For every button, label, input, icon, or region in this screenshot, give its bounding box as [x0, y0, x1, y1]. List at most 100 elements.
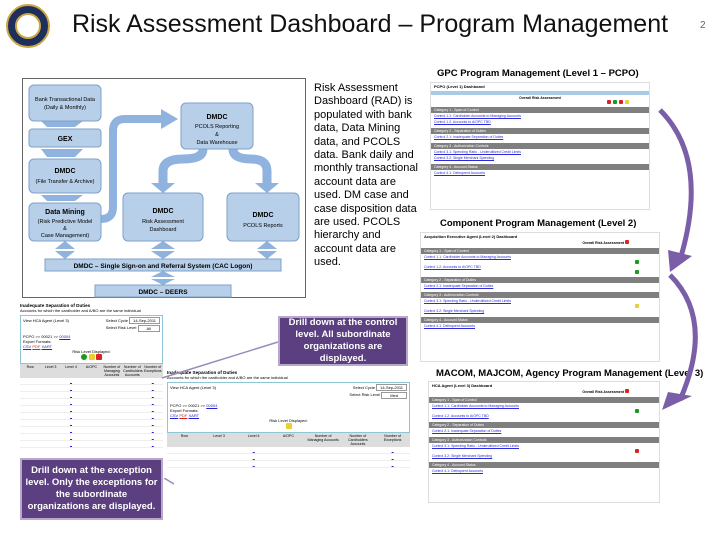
table-cell[interactable] [142, 433, 163, 441]
table-cell[interactable] [236, 460, 272, 468]
level1-heading: GPC Program Management (Level 1 – PCPO) [437, 68, 639, 79]
table-cell [81, 433, 102, 441]
table-cell[interactable] [142, 378, 163, 385]
table-cell[interactable] [142, 440, 163, 448]
table-cell[interactable] [60, 405, 82, 413]
table-row [20, 398, 163, 406]
table-cell [101, 412, 123, 420]
pdf-link[interactable]: PDF [32, 344, 41, 349]
table-cell[interactable] [60, 440, 82, 448]
table-cell[interactable] [142, 405, 163, 413]
table-cell[interactable] [375, 453, 410, 461]
control-link[interactable]: Control 3.1: Spending Ratio - Underutili… [434, 150, 521, 154]
xart-link[interactable]: XART [188, 413, 200, 418]
csv-link[interactable]: CSV [170, 413, 179, 418]
control-link[interactable]: Control 2.1: Inadequate Separation of Du… [434, 135, 504, 139]
xart-link[interactable]: XART [41, 344, 53, 349]
control-link[interactable]: Control 3.2: Single Merchant Spending [434, 156, 495, 160]
dashboard-title: HCA Agent (Level 3) Dashboard [432, 383, 493, 388]
control-link[interactable]: Control 1.1: Cardholder Accounts to Mana… [432, 404, 519, 408]
table-cell[interactable] [60, 384, 82, 392]
curved-arrow [658, 108, 694, 261]
table-cell[interactable] [60, 391, 82, 399]
control-link[interactable]: Control 3.1: Spending Ratio - Underutili… [424, 299, 511, 303]
drill-title: Inadequate Separation of Duties [167, 370, 238, 375]
control-link[interactable]: Control 4.1: Delinquent Accounts [434, 171, 485, 175]
table-cell[interactable] [142, 384, 163, 392]
control-link[interactable]: Control 1.1: Cardholder Accounts to Mana… [434, 114, 521, 118]
table-cell[interactable] [236, 447, 272, 454]
table-cell [122, 440, 143, 448]
table-row [20, 412, 163, 420]
table-cell[interactable] [142, 391, 163, 399]
table-cell[interactable] [142, 426, 163, 434]
table-cell [20, 412, 41, 420]
csv-link[interactable]: CSV [23, 344, 32, 349]
svg-text:Bank Transactional Data: Bank Transactional Data [35, 97, 96, 103]
table-cell [81, 391, 102, 399]
table-cell[interactable] [142, 412, 163, 420]
control-link[interactable]: Control 3.1: Spending Ratio - Underutili… [432, 444, 519, 448]
control-link[interactable]: Control 4.1: Delinquent Accounts [424, 324, 475, 328]
control-link[interactable]: Control 2.1: Inadequate Separation of Du… [432, 429, 502, 433]
table-cell[interactable] [60, 378, 82, 385]
svg-text:(File Transfer & Archive): (File Transfer & Archive) [36, 179, 95, 185]
table-cell[interactable] [236, 453, 272, 461]
breadcrumb-link[interactable]: 00004 [59, 334, 71, 339]
table-cell [101, 405, 123, 413]
control-link[interactable]: Control 1.2: Accounts to A/OPC TBD [434, 120, 491, 124]
table-cell[interactable] [60, 412, 82, 420]
table-cell [340, 447, 376, 454]
table-row [20, 419, 163, 427]
drill-subtitle: Accounts for which the cardholder and A/… [20, 308, 141, 313]
control-link[interactable]: Control 4.1: Delinquent Accounts [432, 469, 483, 473]
pdf-link[interactable]: PDF [179, 413, 188, 418]
table-row [167, 460, 410, 468]
table-cell [81, 440, 102, 448]
dashboard-title: PCPO (Level 1) Dashboard [434, 84, 485, 89]
control-link[interactable]: Control 3.2: Single Merchant Spending [424, 309, 485, 313]
table-row [20, 405, 163, 413]
table-cell [40, 419, 61, 427]
table-cell [81, 426, 102, 434]
table-cell[interactable] [60, 433, 82, 441]
export-label: Export Formats: [23, 339, 52, 344]
slide-title: Risk Assessment Dashboard – Program Mana… [71, 10, 669, 38]
table-cell [20, 419, 41, 427]
control-link[interactable]: Control 1.2: Accounts to A/OPC TBD [432, 414, 489, 418]
control-link[interactable]: Control 2.1: Inadequate Separation of Du… [424, 284, 494, 288]
breadcrumb-link[interactable]: 00004 [206, 403, 218, 408]
rad-description: Risk Assessment Dashboard (RAD) is popul… [314, 82, 418, 269]
table-cell [101, 398, 123, 406]
arrow [41, 121, 83, 127]
overall-risk-label: Overall Risk Assessment [582, 390, 625, 394]
table-cell [40, 384, 61, 392]
category-header: Category 2 - Separation of Duties [429, 422, 659, 428]
table-cell [340, 453, 376, 461]
table-cell[interactable] [375, 447, 410, 454]
svg-text:DMDC: DMDC [55, 168, 76, 175]
svg-text:Data Warehouse: Data Warehouse [196, 140, 237, 146]
risk-select[interactable]: All [137, 325, 160, 332]
cycle-select[interactable]: 14-Sep-2011 [376, 384, 407, 391]
table-cell [167, 460, 202, 468]
table-cell[interactable] [60, 398, 82, 406]
control-link[interactable]: Control 3.2: Single Merchant Spending [432, 454, 493, 458]
table-cell [20, 440, 41, 448]
table-cell[interactable] [142, 419, 163, 427]
control-link[interactable]: Control 1.1: Cardholder Accounts to Mana… [424, 255, 511, 259]
table-row [20, 440, 163, 448]
table-cell[interactable] [375, 460, 410, 468]
control-link[interactable]: Control 1.2: Accounts to A/OPC TBD [424, 265, 481, 269]
table-cell [122, 378, 143, 385]
table-cell[interactable] [60, 426, 82, 434]
table-cell [81, 419, 102, 427]
risk-select[interactable]: Med [381, 392, 407, 399]
svg-text:GEX: GEX [58, 136, 73, 143]
cycle-select[interactable]: 14-Sep-2011 [129, 317, 160, 324]
category-header: Category 1 - Span of Control [431, 107, 649, 113]
table-cell[interactable] [142, 398, 163, 406]
category-header: Category 3 - Authorization Controls [431, 143, 649, 149]
table-cell[interactable] [60, 419, 82, 427]
